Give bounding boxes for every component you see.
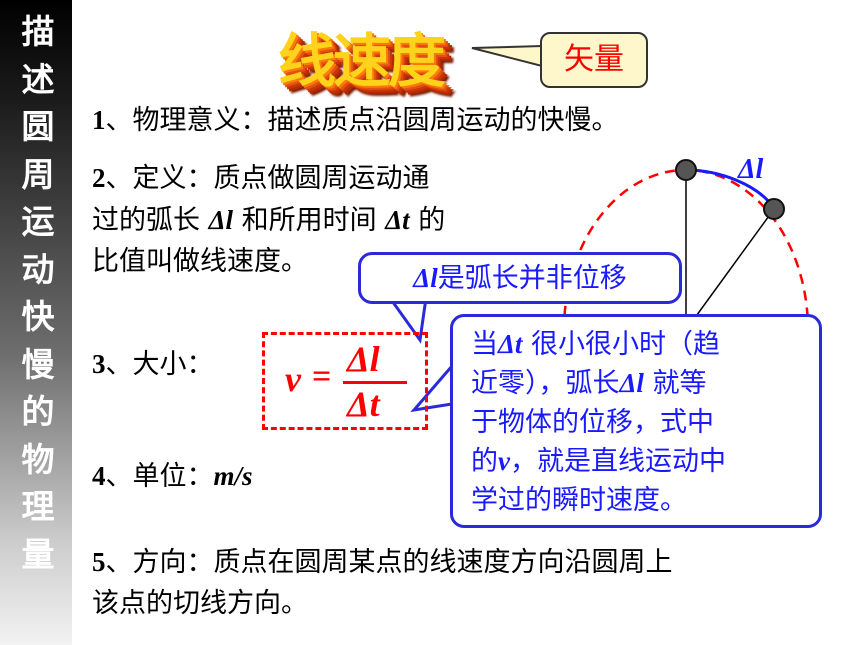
item-unit: 4、单位：m/s: [92, 461, 253, 492]
limit-note-line5: 学过的瞬时速度。: [471, 485, 687, 516]
sidebar-char: 快: [21, 297, 55, 336]
title-wordart: 线速度: [278, 27, 446, 95]
sidebar-char: 理: [21, 487, 55, 526]
item-definition-line2: 过的弧长 Δl 和所用时间 Δt 的: [92, 205, 446, 236]
sidebar-char: 的: [21, 392, 55, 431]
vector-tag: 矢量: [540, 32, 648, 88]
arc-label: Δl: [738, 154, 764, 185]
item-direction-line2: 该点的切线方向。: [92, 588, 308, 619]
radius-line-2: [685, 208, 775, 331]
item-meaning: 1、物理意义：描述质点沿圆周运动的快慢。: [92, 105, 619, 136]
sidebar-char: 运: [21, 202, 55, 241]
sidebar: 描 述 圆 周 运 动 快 慢 的 物 理 量: [0, 0, 72, 645]
sidebar-title: 描 述 圆 周 运 动 快 慢 的 物 理 量: [18, 8, 58, 578]
sidebar-char: 动: [21, 249, 55, 289]
point-start: [675, 159, 697, 181]
sidebar-char: 物: [21, 439, 55, 479]
arc-note-bubble: Δl是弧长并非位移: [358, 252, 682, 304]
point-end: [763, 198, 785, 220]
limit-note-line2: 近零），弧长Δl 就等: [471, 368, 707, 399]
formula: v = Δl Δt: [265, 335, 425, 427]
formula-eq: =: [312, 358, 332, 395]
formula-v: v: [285, 359, 301, 399]
limit-note-line3: 于物体的位移，式中: [471, 407, 714, 438]
title-callout-pointer: [471, 44, 543, 68]
limit-note-line4: 的v，就是直线运动中: [471, 446, 726, 477]
formula-denominator: Δt: [347, 384, 380, 424]
item-definition-line3: 比值叫做线速度。: [92, 246, 308, 277]
item-direction-line1: 5、方向：质点在圆周某点的线速度方向沿圆周上: [92, 547, 673, 578]
sidebar-char: 描: [21, 12, 55, 51]
sidebar-char: 量: [21, 534, 55, 574]
formula-numerator: Δl: [347, 339, 380, 379]
sidebar-char: 圆: [21, 107, 55, 146]
sidebar-char: 周: [21, 154, 55, 194]
item-size: 3、大小：: [92, 349, 214, 380]
sidebar-char: 述: [21, 59, 55, 99]
limit-note-bubble: 当Δt 很小很小时（趋 近零），弧长Δl 就等 于物体的位移，式中 的v，就是直…: [450, 314, 822, 528]
fraction-bar: [343, 381, 407, 384]
item-definition-line1: 2、定义：质点做圆周运动通: [92, 163, 430, 194]
limit-note-line1: 当Δt 很小很小时（趋: [471, 329, 721, 360]
formula-box: v = Δl Δt: [262, 332, 428, 430]
sidebar-char: 慢: [21, 344, 55, 384]
